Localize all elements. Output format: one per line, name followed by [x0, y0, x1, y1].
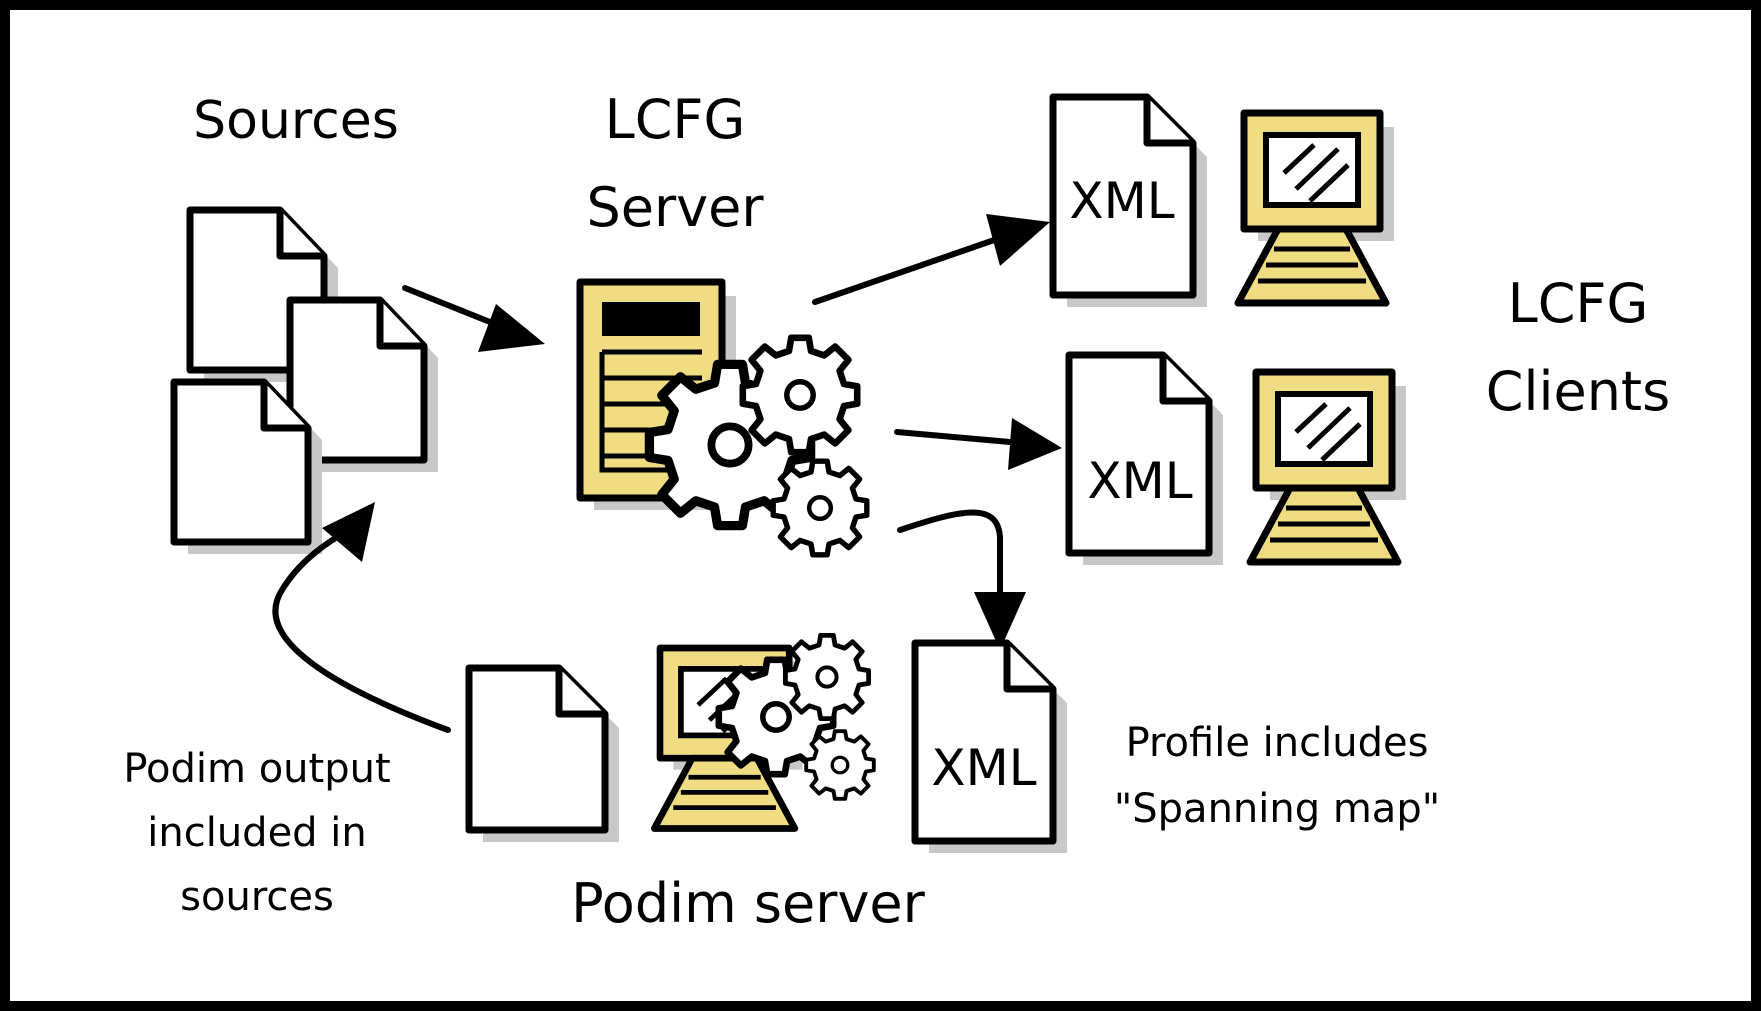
lcfg-clients-label-line2: Clients — [1486, 360, 1670, 423]
arrow-podim-output-to-sources — [272, 502, 451, 733]
sources-label: Sources — [193, 91, 399, 151]
podim-xml-document-icon — [911, 639, 1067, 853]
lcfg-server-label-line2: Server — [586, 176, 764, 239]
podim-xml-label: XML — [931, 739, 1036, 797]
server-gear-icon-small — [773, 461, 867, 555]
client-computer-icon-2 — [1250, 372, 1406, 562]
podim-gear-icon-small — [804, 729, 876, 801]
profile-label-line1: Profile includes — [1126, 720, 1429, 766]
arrow-server-to-client-1 — [812, 214, 1050, 305]
podim-gear-icon-medium — [785, 635, 868, 718]
arrow-server-to-client-2 — [894, 418, 1062, 470]
podim-output-label-line3: sources — [180, 874, 334, 920]
podim-output-label-line1: Podim output — [123, 746, 390, 792]
server-gear-icon-medium — [743, 338, 857, 452]
client-xml-document-icon-1 — [1049, 93, 1207, 307]
podim-server-label: Podim server — [571, 872, 925, 935]
lcfg-clients-label-line1: LCFG — [1508, 272, 1649, 335]
podim-output-document-icon — [465, 664, 619, 842]
profile-label-line2: "Spanning map" — [1114, 786, 1440, 832]
arrow-sources-to-server — [402, 285, 545, 352]
client-xml-label-2: XML — [1087, 452, 1192, 510]
arrow-server-to-podim-xml — [897, 509, 1026, 650]
client-xml-document-icon-2 — [1065, 351, 1223, 565]
lcfg-server-label-line1: LCFG — [605, 88, 746, 151]
client-xml-label-1: XML — [1069, 172, 1174, 230]
client-computer-icon-1 — [1238, 113, 1394, 303]
podim-output-label-line2: included in — [147, 810, 367, 856]
